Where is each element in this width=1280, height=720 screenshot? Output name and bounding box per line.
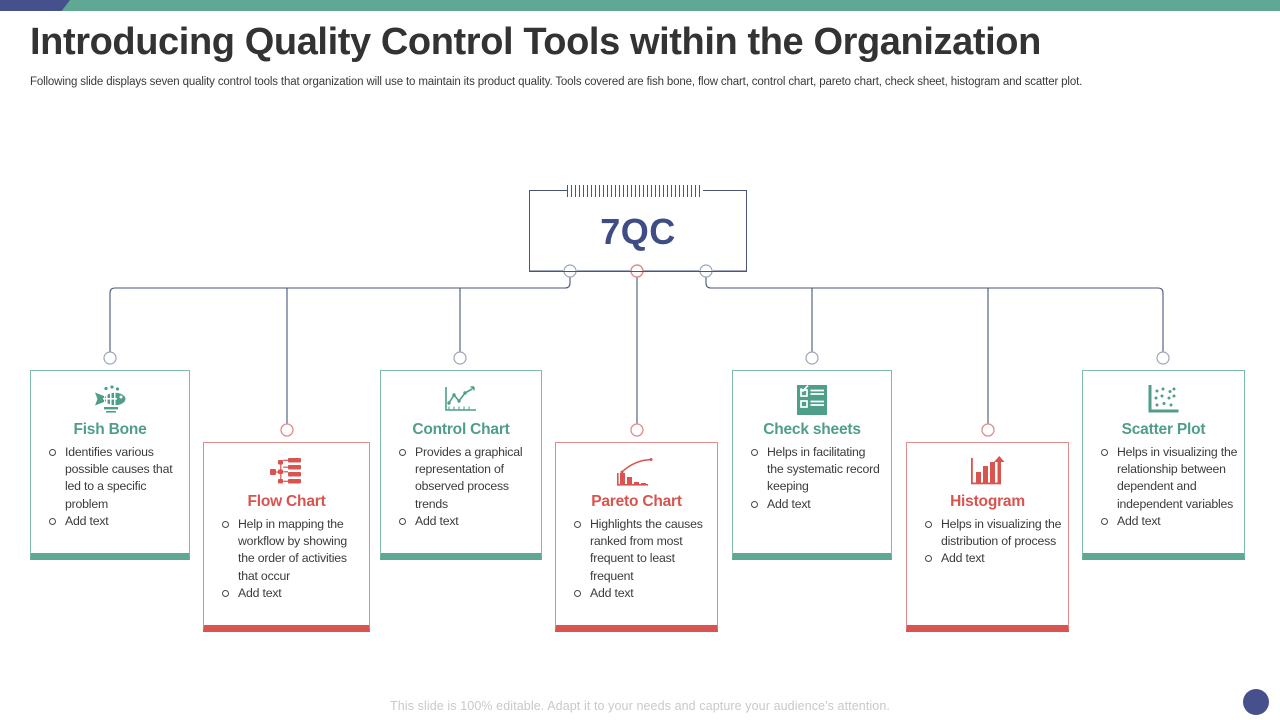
- card-check-sheets[interactable]: Check sheets Helps in facilitating the s…: [732, 370, 892, 560]
- bullet-item: Add text: [1097, 513, 1238, 530]
- scatter-plot-icon: [1148, 383, 1180, 417]
- fish-bone-icon: [91, 383, 129, 417]
- card-fish-bone[interactable]: Fish Bone Identifies various possible ca…: [30, 370, 190, 560]
- card-bullet-list: Helps in visualizing the relationship be…: [1083, 444, 1244, 530]
- bullet-item: Add text: [395, 513, 535, 530]
- bullet-item: Helps in visualizing the distribution of…: [921, 516, 1062, 550]
- connector-node-check-sheets: [805, 351, 819, 365]
- card-title: Pareto Chart: [591, 493, 682, 510]
- bullet-item: Helps in visualizing the relationship be…: [1097, 444, 1238, 513]
- card-title: Fish Bone: [73, 421, 147, 438]
- top-accent-bar-navy: [0, 0, 70, 11]
- bullet-item: Identifies various possible causes that …: [45, 444, 183, 513]
- hub-7qc: 7QC: [529, 190, 747, 272]
- card-bullet-list: Provides a graphical representation of o…: [381, 444, 541, 530]
- connector-node-flow-chart: [280, 423, 294, 437]
- card-title: Flow Chart: [247, 493, 326, 510]
- top-accent-bar-teal: [0, 0, 1280, 11]
- connector-node-pareto-chart: [630, 423, 644, 437]
- bullet-item: Add text: [218, 585, 363, 602]
- connector-node-histogram: [981, 423, 995, 437]
- card-title: Check sheets: [763, 421, 861, 438]
- card-flow-chart[interactable]: Flow Chart Help in mapping the workflow …: [203, 442, 370, 632]
- card-scatter-plot[interactable]: Scatter Plot Helps in visualizing the re…: [1082, 370, 1245, 560]
- card-bullet-list: Help in mapping the workflow by showing …: [204, 516, 369, 602]
- card-pareto-chart[interactable]: Pareto Chart Highlights the causes ranke…: [555, 442, 718, 632]
- bullet-item: Help in mapping the workflow by showing …: [218, 516, 363, 585]
- connector-node-fish-bone: [103, 351, 117, 365]
- hub-hatch-decoration: [567, 185, 703, 197]
- bullet-item: Add text: [921, 550, 1062, 567]
- pareto-chart-icon: [616, 455, 657, 489]
- corner-accent-dot: [1243, 689, 1269, 715]
- page-title: Introducing Quality Control Tools within…: [30, 21, 1041, 63]
- card-title: Histogram: [950, 493, 1025, 510]
- footer-note: This slide is 100% editable. Adapt it to…: [390, 699, 890, 713]
- control-chart-icon: [443, 383, 479, 417]
- bullet-item: Add text: [45, 513, 183, 530]
- hub-label: 7QC: [600, 211, 676, 252]
- bullet-item: Add text: [747, 496, 885, 513]
- card-bullet-list: Helps in facilitating the systematic rec…: [733, 444, 891, 513]
- connector-node-control-chart: [453, 351, 467, 365]
- bullet-item: Highlights the causes ranked from most f…: [570, 516, 711, 585]
- card-bullet-list: Helps in visualizing the distribution of…: [907, 516, 1068, 568]
- bullet-item: Add text: [570, 585, 711, 602]
- connector-node-scatter-plot: [1156, 351, 1170, 365]
- flow-chart-icon: [269, 455, 304, 489]
- check-sheet-icon: [797, 383, 827, 417]
- card-title: Control Chart: [412, 421, 510, 438]
- card-title: Scatter Plot: [1121, 421, 1206, 438]
- histogram-icon: [970, 455, 1005, 489]
- card-histogram[interactable]: Histogram Helps in visualizing the distr…: [906, 442, 1069, 632]
- bullet-item: Provides a graphical representation of o…: [395, 444, 535, 513]
- card-bullet-list: Identifies various possible causes that …: [31, 444, 189, 530]
- card-control-chart[interactable]: Control Chart Provides a graphical repre…: [380, 370, 542, 560]
- page-subtitle: Following slide displays seven quality c…: [30, 76, 1083, 88]
- card-bullet-list: Highlights the causes ranked from most f…: [556, 516, 717, 602]
- bullet-item: Helps in facilitating the systematic rec…: [747, 444, 885, 496]
